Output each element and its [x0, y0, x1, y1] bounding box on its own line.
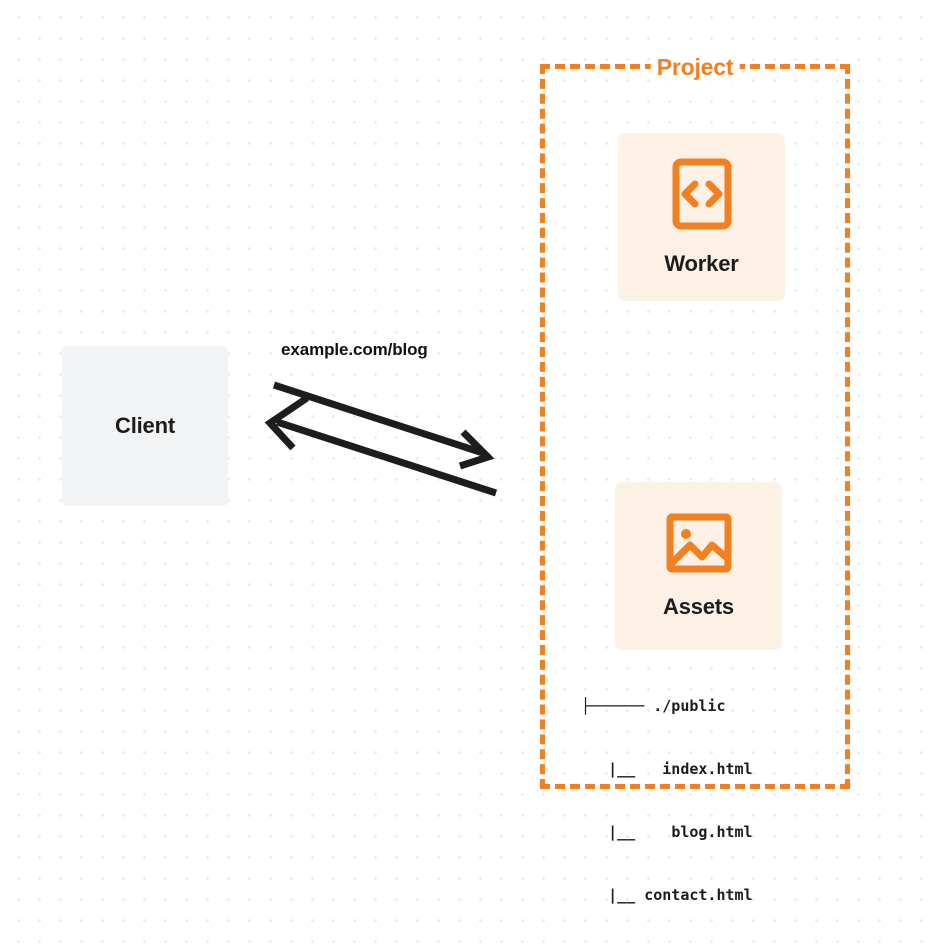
tree-node-name: blog.html: [671, 823, 753, 841]
tree-connector: |__: [581, 760, 663, 778]
arrows-svg: [264, 381, 498, 497]
assets-node[interactable]: Assets: [615, 482, 782, 650]
image-icon: [666, 513, 732, 578]
client-node[interactable]: Client: [62, 346, 228, 506]
connection-arrows: [255, 370, 515, 510]
file-tree-row: ├────── ./public: [581, 696, 753, 717]
worker-node[interactable]: Worker: [618, 133, 785, 301]
project-container-label: Project: [650, 54, 740, 81]
tree-node-name: contact.html: [644, 886, 753, 904]
project-container: Project Worker Assets ├────── ./public |…: [540, 54, 850, 904]
tree-connector: |__: [581, 886, 645, 904]
response-arrow-icon: [264, 395, 498, 497]
connection-url-label: example.com/blog: [281, 340, 428, 359]
asset-file-tree: ├────── ./public |__ index.html |__ blog…: [581, 654, 753, 948]
tree-connector: ├──────: [581, 697, 654, 715]
client-node-label: Client: [115, 413, 175, 438]
tree-node-name: index.html: [662, 760, 753, 778]
file-tree-row: |__ index.html: [581, 759, 753, 780]
file-tree-row: |__ contact.html: [581, 885, 753, 906]
file-tree-row: |__ blog.html: [581, 822, 753, 843]
worker-node-label: Worker: [664, 250, 739, 276]
code-brackets-icon: [672, 158, 732, 235]
request-arrow-icon: [272, 381, 495, 470]
tree-connector: |__: [581, 823, 672, 841]
assets-node-label: Assets: [663, 593, 734, 619]
tree-node-name: ./public: [653, 697, 726, 715]
